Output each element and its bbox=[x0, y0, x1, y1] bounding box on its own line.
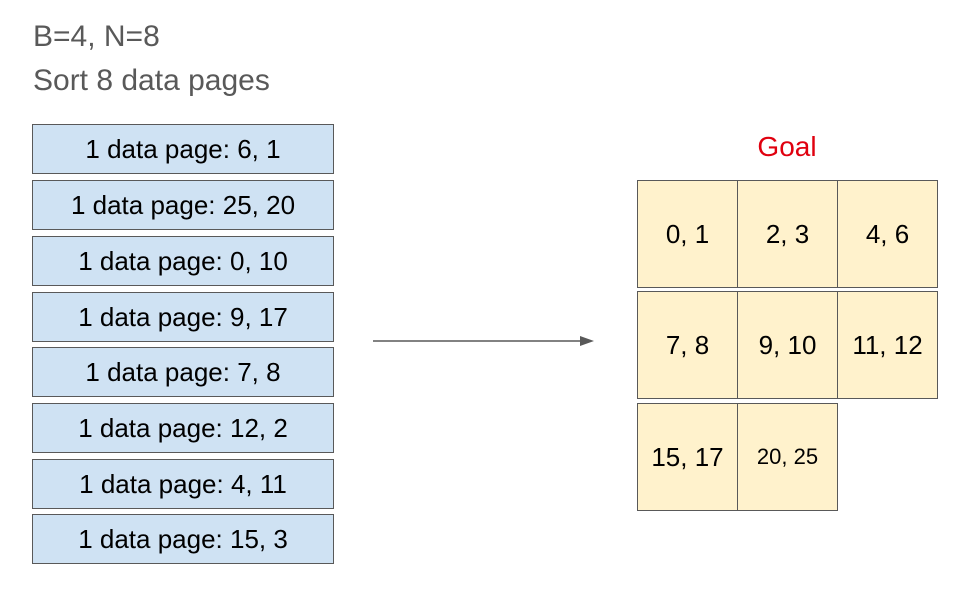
input-page-6: 1 data page: 12, 2 bbox=[32, 403, 334, 453]
goal-cell: 4, 6 bbox=[837, 180, 938, 288]
input-page-8: 1 data page: 15, 3 bbox=[32, 514, 334, 564]
goal-title: Goal bbox=[757, 131, 817, 162]
input-page-2: 1 data page: 25, 20 bbox=[32, 180, 334, 230]
input-page-3: 1 data page: 0, 10 bbox=[32, 236, 334, 286]
input-page-7: 1 data page: 4, 11 bbox=[32, 459, 334, 509]
header-line-params: B=4, N=8 bbox=[33, 20, 160, 53]
input-page-5: 1 data page: 7, 8 bbox=[32, 347, 334, 397]
goal-cell: 15, 17 bbox=[637, 403, 738, 511]
header-line-description: Sort 8 data pages bbox=[33, 64, 270, 97]
sort-arrow bbox=[373, 336, 594, 346]
input-page-4: 1 data page: 9, 17 bbox=[32, 292, 334, 342]
goal-cell: 7, 8 bbox=[637, 291, 738, 399]
goal-cell: 20, 25 bbox=[737, 403, 838, 511]
goal-cell: 11, 12 bbox=[837, 291, 938, 399]
goal-cell: 0, 1 bbox=[637, 180, 738, 288]
input-page-1: 1 data page: 6, 1 bbox=[32, 124, 334, 174]
goal-cell: 9, 10 bbox=[737, 291, 838, 399]
goal-cell: 2, 3 bbox=[737, 180, 838, 288]
